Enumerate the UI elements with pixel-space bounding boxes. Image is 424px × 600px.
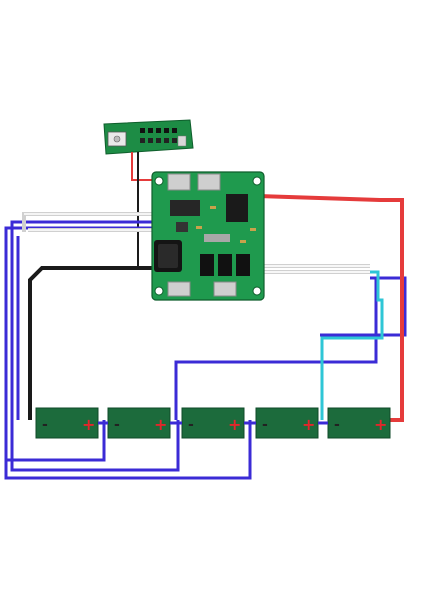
cell-plus-sign: + xyxy=(228,415,241,434)
cell-plus-sign: + xyxy=(374,415,387,434)
led-row-icon xyxy=(140,128,187,147)
cell-plus-sign: + xyxy=(154,415,167,434)
battery-cells: - + - + - + - + - + xyxy=(35,407,391,439)
wire-blue-right xyxy=(320,276,407,337)
battery-cell: - + xyxy=(35,407,99,439)
wire-blue-up xyxy=(174,278,378,420)
mosfet-icon xyxy=(200,254,214,276)
wire-blue-outer xyxy=(10,220,180,472)
cell-plus-sign: + xyxy=(302,415,315,434)
battery-cell: - + xyxy=(327,407,391,439)
wire-red-positive xyxy=(257,194,404,422)
white-wires xyxy=(22,212,370,274)
indicator-board xyxy=(103,119,194,155)
cell-minus-sign: - xyxy=(42,417,48,433)
cell-minus-sign: - xyxy=(334,417,340,433)
cell-minus-sign: - xyxy=(188,417,194,433)
ic-chip-icon xyxy=(226,194,248,222)
wire-cyan xyxy=(320,270,384,420)
wire-blue-bottom xyxy=(4,420,252,480)
bms-board xyxy=(151,171,265,301)
cell-plus-sign: + xyxy=(82,415,95,434)
cell-minus-sign: - xyxy=(262,417,268,433)
indicator-wire-red xyxy=(131,152,158,181)
wire-black-negative xyxy=(28,266,160,420)
battery-cell: - + xyxy=(181,407,245,439)
battery-cell: - + xyxy=(107,407,171,439)
cell-minus-sign: - xyxy=(114,417,120,433)
battery-cell: - + xyxy=(255,407,319,439)
